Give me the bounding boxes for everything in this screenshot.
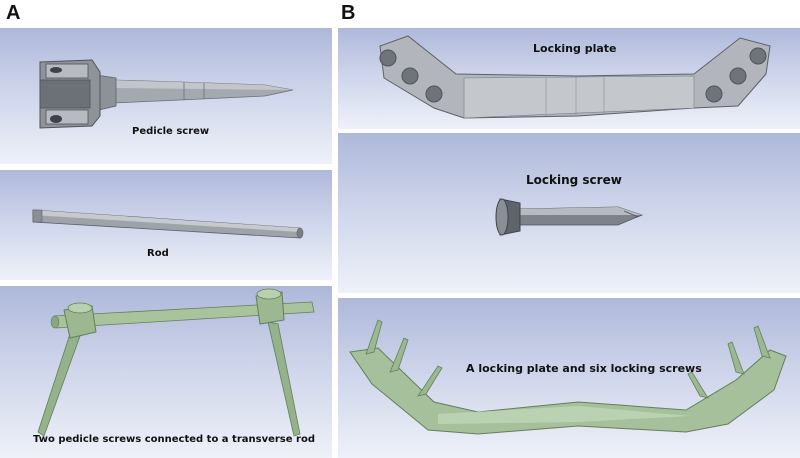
rod-caption: Rod	[147, 248, 169, 259]
locking-screw-cell: Locking screw	[338, 133, 800, 293]
locking-plate-caption: Locking plate	[533, 42, 617, 55]
rod-model	[32, 209, 304, 239]
locking-screw-caption: Locking screw	[526, 173, 622, 187]
panel-a-label: A	[6, 2, 21, 24]
pedicle-screw-model	[39, 59, 294, 129]
pedicle-assembly-model	[37, 288, 315, 437]
rod-cell: Rod	[0, 170, 332, 280]
pedicle-screw-cell: Pedicle screw	[0, 28, 332, 164]
pedicle-screw-caption: Pedicle screw	[132, 126, 210, 137]
panel-b-label: B	[341, 2, 356, 24]
pedicle-assembly-cell: Two pedicle screws connected to a transv…	[0, 286, 332, 458]
locking-assembly-model	[349, 319, 787, 435]
locking-assembly-caption: A locking plate and six locking screws	[466, 362, 702, 375]
locking-assembly-cell: A locking plate and six locking screws	[338, 298, 800, 458]
locking-plate-model	[379, 35, 771, 119]
locking-screw-model	[495, 198, 644, 236]
locking-plate-cell: Locking plate	[338, 28, 800, 129]
pedicle-assembly-caption: Two pedicle screws connected to a transv…	[33, 434, 315, 445]
